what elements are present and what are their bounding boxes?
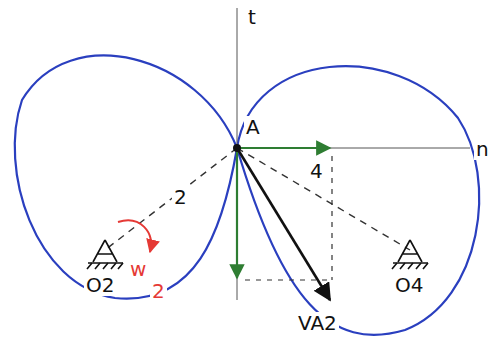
axis-label: t [246, 6, 258, 28]
normal-component [237, 147, 330, 149]
link-number: 2 [172, 186, 189, 208]
omega-symbol: w [128, 258, 148, 280]
angular-velocity-arrow [118, 220, 151, 252]
link-number: 4 [308, 160, 325, 182]
projection-line [331, 156, 332, 280]
link-4-outline [237, 66, 479, 335]
velocity-vector [237, 148, 330, 300]
contact-point [233, 144, 241, 152]
point-label: A [244, 116, 262, 138]
ground-pin [87, 240, 123, 269]
radius-4 [237, 148, 410, 250]
axis-label: n [474, 138, 491, 160]
omega-subscript: 2 [150, 280, 167, 302]
n-axis [237, 148, 470, 149]
radius-2 [105, 148, 237, 250]
link-2-outline [15, 55, 237, 298]
pivot-label: O4 [393, 274, 425, 296]
ground-pin [392, 240, 428, 269]
velocity-label: VA2 [296, 312, 339, 334]
t-axis [237, 8, 238, 300]
pivot-label: O2 [84, 274, 116, 296]
tangential-component [236, 148, 238, 278]
